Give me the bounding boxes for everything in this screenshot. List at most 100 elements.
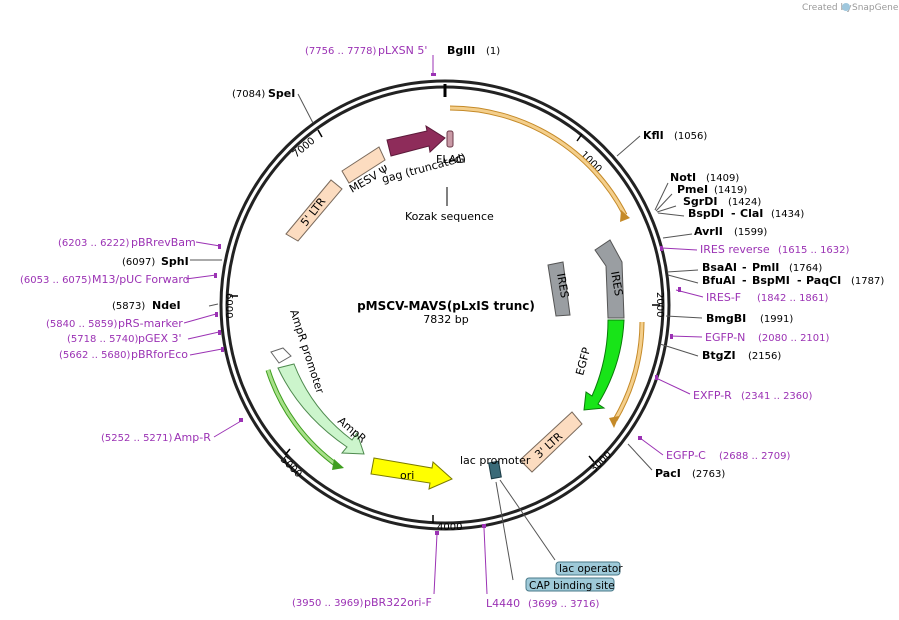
enzyme-bsaai[interactable]: BsaAI bbox=[702, 261, 737, 274]
primer-egfp-n[interactable]: EGFP-N bbox=[705, 331, 745, 344]
enzyme-ndei[interactable]: NdeI bbox=[152, 299, 181, 312]
snapgene-brand: Created by SnapGene bbox=[802, 3, 899, 13]
enzyme-kfli[interactable]: KflI bbox=[643, 129, 664, 142]
enzyme-bmgbi-pos: (1991) bbox=[760, 314, 793, 325]
brand-app: SnapGene bbox=[852, 3, 899, 13]
primer-m13[interactable]: M13/pUC Forward bbox=[92, 273, 190, 286]
plasmid-length: 7832 bp bbox=[423, 313, 468, 326]
primer-amp-r[interactable]: Amp-R bbox=[174, 431, 211, 444]
primer-pbrforeco[interactable]: pBRforEco bbox=[131, 348, 188, 361]
leader-kfli bbox=[616, 135, 641, 157]
leader-paci bbox=[627, 443, 653, 471]
enzyme-bmgbi[interactable]: BmgBI bbox=[706, 312, 746, 325]
enzyme-sgrdi[interactable]: SgrDI bbox=[683, 195, 717, 208]
enzyme-kfli-pos: (1056) bbox=[674, 131, 707, 142]
feature-ires-large bbox=[594, 239, 625, 319]
enzyme-sphi-pos: (6097) bbox=[122, 257, 155, 268]
lac-operator-box[interactable] bbox=[555, 561, 621, 576]
enzyme-bspdi-pos: (1434) bbox=[771, 209, 804, 220]
primer-egfp-c[interactable]: EGFP-C bbox=[666, 449, 706, 462]
enzyme-bsaai-sep: - bbox=[742, 261, 747, 274]
leader-noti bbox=[654, 182, 669, 211]
enzyme-btgzi[interactable]: BtgZI bbox=[702, 349, 736, 362]
primer-mark-plxsn bbox=[431, 73, 436, 76]
feature-flag-label: FLAG bbox=[436, 153, 465, 166]
orf-arrow-1-fill bbox=[449, 106, 627, 216]
enzyme-clai[interactable]: ClaI bbox=[740, 207, 763, 220]
enzyme-pmli[interactable]: PmlI bbox=[752, 261, 779, 274]
tick-5000 bbox=[284, 448, 291, 456]
leader-bspdi bbox=[657, 212, 685, 217]
primer-pbrrevbam[interactable]: pBRrevBam bbox=[131, 236, 196, 249]
enzyme-bglii[interactable]: BglII bbox=[447, 44, 475, 57]
primer-pbrrevbam-pos: (6203 .. 6222) bbox=[58, 238, 130, 249]
enzyme-pmei[interactable]: PmeI bbox=[677, 183, 708, 196]
leader-bfuai bbox=[667, 274, 699, 284]
primer-plxsn-pos: (7756 .. 7778) bbox=[305, 46, 377, 57]
enzyme-paqci[interactable]: PaqCI bbox=[806, 274, 841, 287]
tick-label-2000: 2000 bbox=[654, 292, 665, 317]
primer-prs[interactable]: pRS-marker bbox=[118, 317, 183, 330]
tick-7000 bbox=[317, 129, 323, 138]
primer-mark-egfp-n bbox=[670, 334, 673, 339]
primer-mark-l4440 bbox=[482, 524, 486, 528]
primer-ires-reverse[interactable]: IRES reverse bbox=[700, 243, 770, 256]
tick-1000 bbox=[576, 133, 583, 142]
feature-5ltr-label: 5' LTR bbox=[298, 195, 328, 229]
primer-leader-amp-r bbox=[213, 420, 242, 438]
orf-arrow-1-head bbox=[620, 210, 630, 222]
leader-btgzi bbox=[659, 343, 699, 357]
primer-pgex[interactable]: pGEX 3' bbox=[138, 332, 182, 345]
feature-lac-promoter-label: lac promoter bbox=[460, 454, 531, 467]
lac-operator-leader bbox=[499, 479, 556, 561]
primer-l4440-pos: (3699 .. 3716) bbox=[528, 599, 600, 610]
enzyme-spei[interactable]: SpeI bbox=[268, 87, 295, 100]
enzyme-paci[interactable]: PacI bbox=[655, 467, 681, 480]
enzyme-bspmi[interactable]: BspMI bbox=[752, 274, 790, 287]
feature-ampr-promoter bbox=[270, 347, 292, 364]
enzyme-bspmi-sep: - bbox=[797, 274, 802, 287]
tick-label-3000: 3000 bbox=[588, 449, 614, 475]
enzyme-btgzi-pos: (2156) bbox=[748, 351, 781, 362]
enzyme-pmei-pos: (1419) bbox=[714, 185, 747, 196]
enzyme-leaders bbox=[190, 93, 703, 471]
primer-ires-f[interactable]: IRES-F bbox=[706, 291, 741, 304]
brand-created-by: Created by bbox=[802, 3, 852, 13]
primer-pbrforeco-pos: (5662 .. 5680) bbox=[59, 350, 131, 361]
orf-arrow-3-fill bbox=[266, 369, 339, 468]
primer-mark-prs bbox=[215, 312, 218, 317]
enzyme-bfuai-sep: - bbox=[742, 274, 747, 287]
enzyme-avrii[interactable]: AvrII bbox=[694, 225, 723, 238]
primer-labels: (7756 .. 7778) pLXSN 5' IRES reverse (16… bbox=[20, 44, 850, 610]
tick-label-6000: 6000 bbox=[223, 293, 234, 318]
enzyme-bfuai-pos: (1787) bbox=[851, 276, 884, 287]
plasmid-name: pMSCV-MAVS(pLxIS trunc) bbox=[357, 299, 535, 313]
primer-leaders bbox=[183, 55, 704, 595]
primer-exfp-r[interactable]: EXFP-R bbox=[693, 389, 732, 402]
primer-mark-pbrforeco bbox=[221, 347, 224, 352]
feature-ires-small-label: IRES bbox=[554, 272, 571, 299]
primer-leader-egfp-n bbox=[669, 335, 703, 338]
primer-mark-amp-r bbox=[239, 418, 243, 422]
feature-flag bbox=[446, 130, 454, 148]
primer-leader-pbr322ori bbox=[433, 533, 438, 595]
feature-egfp-label: EGFP bbox=[573, 346, 593, 377]
enzyme-bspdi[interactable]: BspDI bbox=[688, 207, 724, 220]
primer-pbr322ori[interactable]: pBR322ori-F bbox=[364, 596, 432, 609]
backbone-outer-strand bbox=[219, 79, 671, 531]
primer-ires-f-pos: (1842 .. 1861) bbox=[757, 293, 829, 304]
primer-l4440[interactable]: L4440 bbox=[486, 597, 520, 610]
enzyme-labels: BglII (1) KflI (1056) NotI (1409) PmeI (… bbox=[112, 44, 884, 480]
primer-egfp-n-pos: (2080 .. 2101) bbox=[758, 333, 830, 344]
enzyme-ndei-pos: (5873) bbox=[112, 301, 145, 312]
enzyme-noti[interactable]: NotI bbox=[670, 171, 696, 184]
primer-leader-m13 bbox=[185, 274, 217, 280]
primer-leader-exfp-r bbox=[655, 377, 691, 395]
primer-plxsn[interactable]: pLXSN 5' bbox=[378, 44, 427, 57]
primer-pgex-pos: (5718 .. 5740) bbox=[67, 334, 139, 345]
enzyme-sphi[interactable]: SphI bbox=[161, 255, 189, 268]
feature-kozak-label: Kozak sequence bbox=[405, 210, 494, 223]
cap-binding-box[interactable] bbox=[525, 577, 615, 592]
enzyme-bfuai[interactable]: BfuAI bbox=[702, 274, 736, 287]
leader-spei bbox=[297, 93, 314, 124]
